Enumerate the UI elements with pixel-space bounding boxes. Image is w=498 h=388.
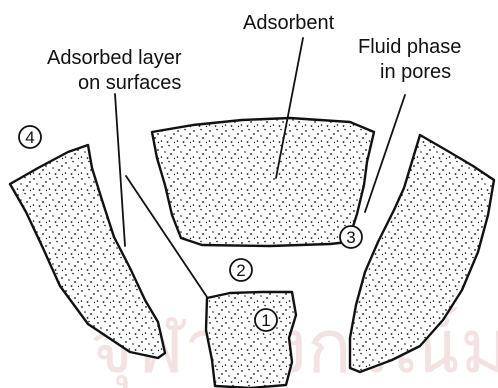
label-fluid-phase-2: in pores <box>380 61 451 83</box>
leader-adsorbed-layer-left <box>115 94 125 246</box>
label-adsorbent: Adsorbent <box>243 12 335 34</box>
marker-1-number: 1 <box>261 311 270 330</box>
left-wall <box>10 145 165 358</box>
label-fluid-phase-1: Fluid phase <box>358 36 461 58</box>
marker-2: 2 <box>230 259 252 281</box>
small-adsorbent-particle <box>206 292 296 388</box>
label-adsorbed-layer-2: on surfaces <box>78 72 181 94</box>
leader-fluid-phase <box>365 95 405 212</box>
marker-3-number: 3 <box>346 228 355 247</box>
label-adsorbed-layer-1: Adsorbed layer <box>47 47 182 69</box>
marker-4: 4 <box>19 126 41 148</box>
marker-2-number: 2 <box>236 261 245 280</box>
marker-3: 3 <box>340 226 362 248</box>
marker-1: 1 <box>255 309 277 331</box>
marker-4-number: 4 <box>25 128 34 147</box>
adsorbent-particle <box>152 118 374 246</box>
